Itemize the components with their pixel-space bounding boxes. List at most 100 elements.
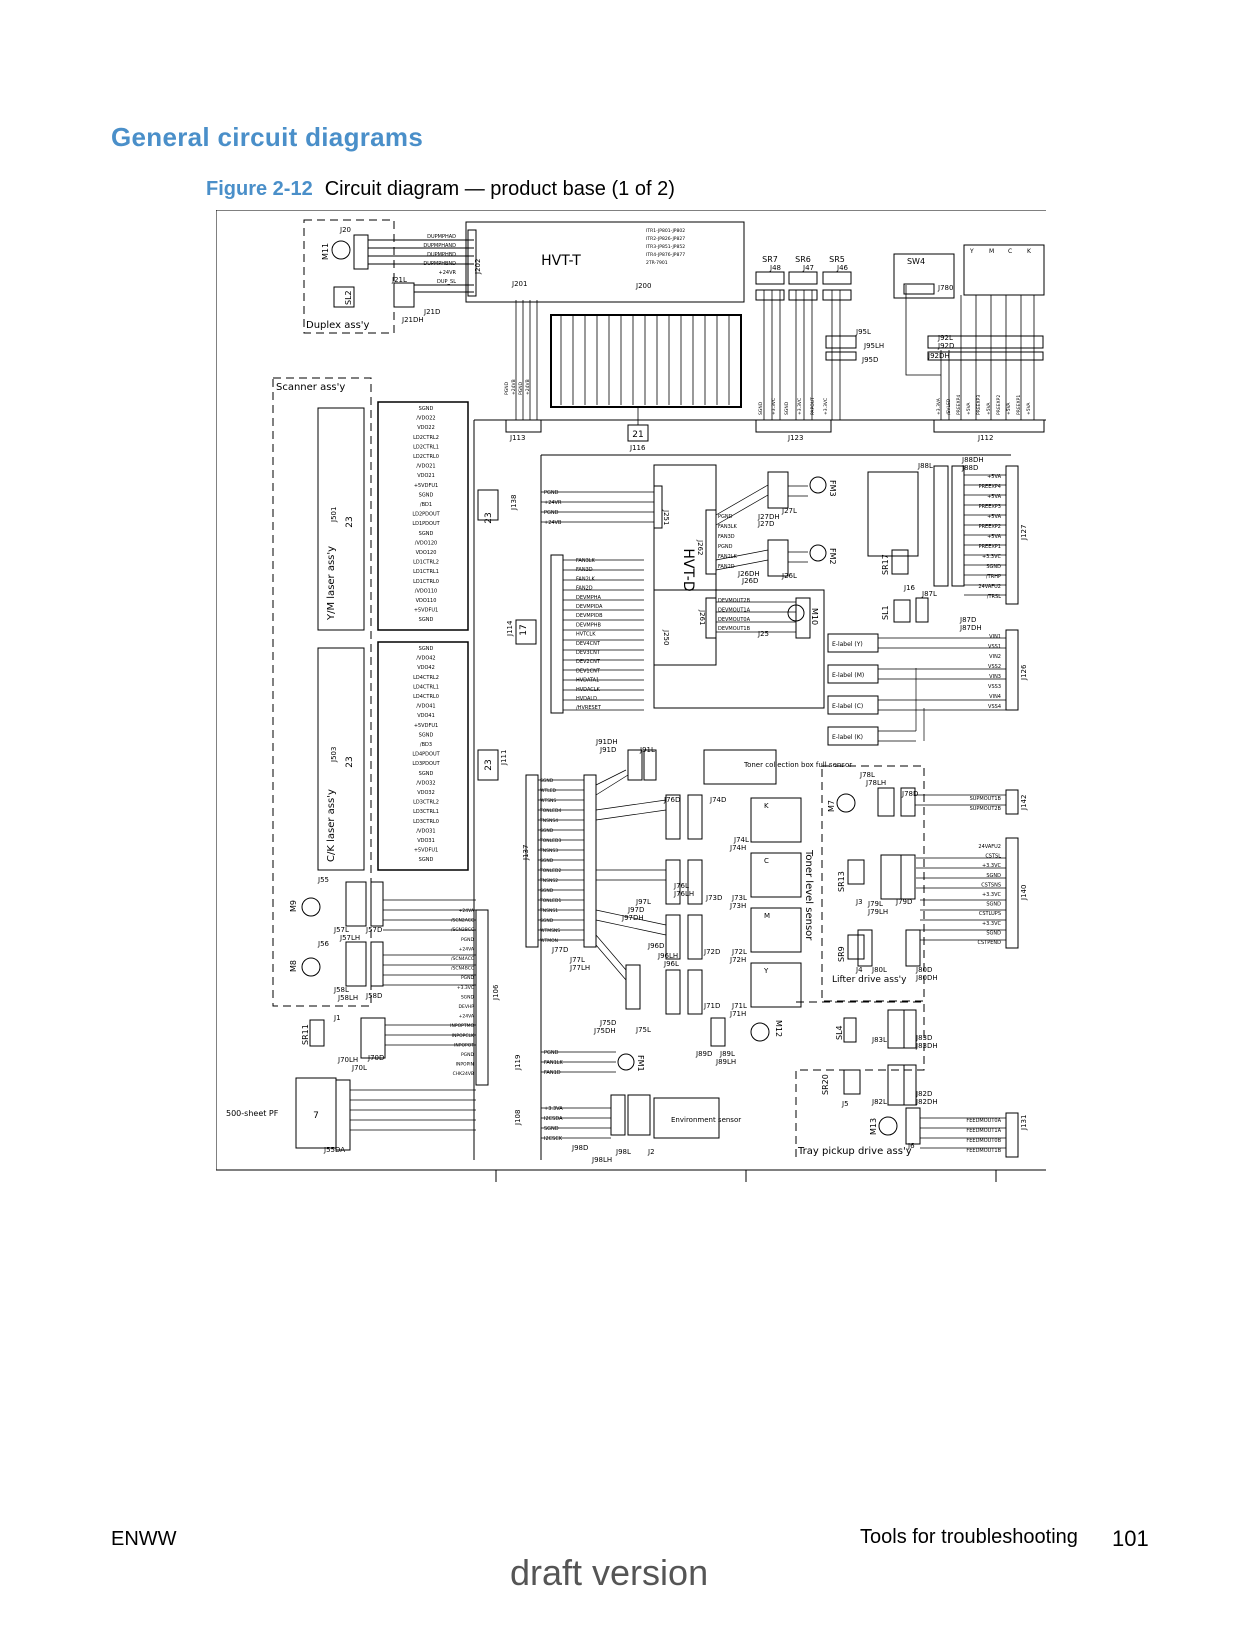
signal-j114: DEVMPHA [576, 595, 602, 601]
connector-j112: J112 [977, 434, 993, 442]
component-label: SL4 [835, 1025, 844, 1040]
signal-j261: DEVMOUT2B [718, 598, 751, 604]
signal-laser-ck: SGND [419, 732, 434, 738]
connector-j77d: J77D [551, 946, 568, 954]
connector-j138: J138 [510, 495, 518, 511]
signal-j112: +5VA [1006, 402, 1012, 415]
component-label: SR9 [837, 946, 846, 962]
connector-j250: J250 [662, 629, 670, 645]
connector-j202: J202 [474, 259, 482, 275]
signal-laser-ym: +5VDFU1 [414, 483, 438, 489]
signal-j137: SGND [540, 778, 554, 784]
connector-j71h: J71H [729, 1010, 746, 1018]
connector-j89lh: J89LH [715, 1058, 736, 1066]
signal-j106: /SCN2BCC [451, 927, 474, 933]
signal-laser-ym: SGND [419, 406, 434, 412]
connector-j95d: J95D [861, 356, 878, 364]
count-label: 23 [345, 756, 355, 767]
component-label: M10 [810, 608, 819, 625]
connector-j261: J261 [698, 609, 706, 625]
signal-j112: PREEXP2 [996, 395, 1002, 415]
signal-j127: +5VA [987, 534, 1001, 540]
signal-laser-ym: LD1CTRL2 [413, 560, 439, 566]
connector-j126: J126 [1020, 664, 1028, 681]
signal-j127: SGND [986, 564, 1001, 570]
signal-hvt-t: ITR3-JP851-JP852 [646, 244, 685, 250]
connector-j140: J140 [1020, 885, 1028, 901]
connector-j55: J55 [317, 876, 329, 884]
connector-j58l: J58L [333, 986, 349, 994]
footer-section: Tools for troubleshooting [860, 1526, 1078, 1548]
elabel-0: E-label (Y) [832, 641, 863, 648]
signal-j137: TONLED2 [539, 868, 561, 874]
component-label: M12 [774, 1020, 783, 1037]
elabel-1: E-label (M) [832, 672, 864, 679]
connector-j251: J251 [662, 509, 670, 525]
signal-laser-ym: LD2CTRL1 [413, 444, 439, 450]
signal-j114: HVDATA1 [576, 678, 599, 684]
connector-j92dh: J92DH [927, 352, 950, 360]
signal-j261: DEVMOUT1B [718, 626, 751, 632]
connector-j78l: J78L [859, 771, 875, 779]
signal-j131: FEEDMOUT0B [966, 1138, 1001, 1144]
connector-j27l: J27L [781, 507, 797, 515]
connector-j72l: J72L [731, 948, 747, 956]
connector-j5: J5 [841, 1100, 849, 1108]
signal-laser-ym: SGND [419, 531, 434, 537]
signal-laser-ck: LD4PDOUT [412, 752, 440, 758]
connector-j74d: J74D [709, 796, 726, 804]
signal-j114: DEVMPHB [576, 622, 602, 628]
connector-j201: J201 [511, 280, 527, 288]
signal-duplex: DUPMPHAD [427, 234, 456, 240]
signal-j106: DEVHP [459, 1004, 475, 1010]
connector-j91l: J91L [639, 746, 655, 754]
signal-j106: PGND [461, 1052, 475, 1058]
signal-j137: WTMON [540, 938, 558, 944]
signal-j127: PREEXP1 [979, 544, 1001, 550]
component-label: SL2 [344, 290, 353, 305]
signal-laser-ym: VDO120 [416, 550, 437, 556]
signal-j137: TONLED4 [539, 808, 561, 814]
signal-j106: INPOPTMO [450, 1023, 474, 1029]
signal-j114: DEVMPIDB [576, 613, 603, 619]
signal-j106: +24VA [459, 1014, 475, 1020]
signal-laser-ck: VDO42 [417, 665, 435, 671]
component-label: FM2 [828, 548, 837, 565]
connector-j77l: J77L [569, 956, 585, 964]
signal-j123: +3.3VC [823, 398, 829, 415]
component-label: M8 [289, 960, 298, 972]
signal-j140: CSTPEND [978, 940, 1002, 946]
signal-laser-ym: LD1PDOUT [412, 521, 440, 527]
signal-laser-ym: LD2CTRL2 [413, 435, 439, 441]
connector-j92l: J92L [937, 334, 953, 342]
signal-j112: +5VA [986, 402, 992, 415]
connector-j73h: J73H [729, 902, 746, 910]
signal-j127: +3.3VC [982, 554, 1002, 560]
board-label: HVT-T [541, 253, 581, 269]
component-label: SR11 [301, 1024, 310, 1045]
signal-j106: INPOPIN [456, 1062, 474, 1068]
connector-j82l: J82L [871, 1098, 887, 1106]
connector-j72d: J72D [703, 948, 720, 956]
signal-j119: FAN1D [544, 1070, 561, 1076]
signal-j140: +3.3VC [982, 863, 1002, 869]
signal-j127: +5VA [987, 494, 1001, 500]
connector-j79l: J79L [867, 900, 883, 908]
signal-j108: I2CSDA [544, 1116, 563, 1122]
assembly-label: Toner collection box full sensor [743, 761, 852, 769]
signal-j123: +3.3VC [797, 398, 803, 415]
signal-j114: HVDACLK [576, 687, 601, 693]
signal-j140: SGND [986, 873, 1001, 879]
signal-laser-ym: +5VDFU1 [414, 608, 438, 614]
board-label: HVT-D [680, 548, 696, 591]
connector-j96l: J96L [663, 960, 679, 968]
connector-j97d: J97D [627, 906, 644, 914]
signal-j123: +3.3VC [771, 398, 777, 415]
connector-j27d: J27D [757, 520, 774, 528]
component-label: SR7 [762, 255, 778, 264]
connector-j2: J2 [647, 1148, 655, 1156]
signal-j106: +3.3VC [457, 985, 474, 991]
connector-j83d: J83D [915, 1034, 932, 1042]
signal-laser-ym: /VDO21 [416, 464, 435, 470]
signal-j106: /SCN4BCC [451, 966, 474, 972]
